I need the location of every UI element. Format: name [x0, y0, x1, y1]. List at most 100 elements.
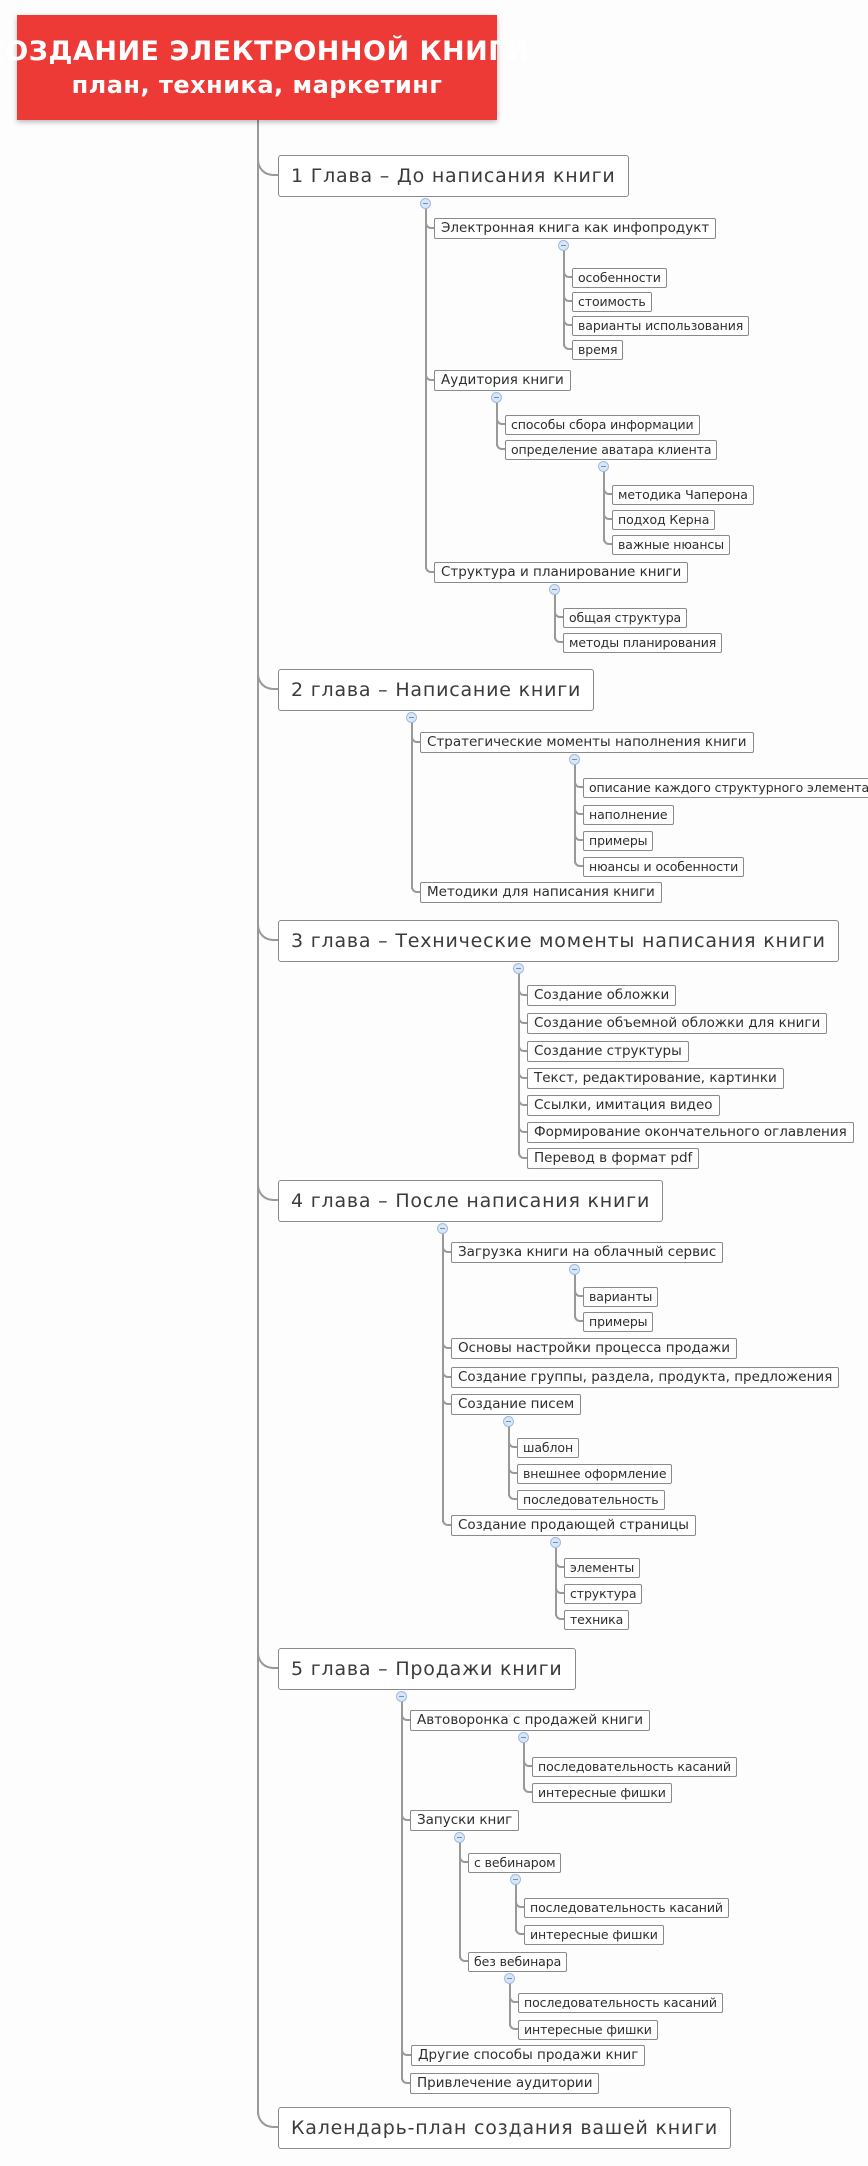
mindmap-node[interactable]: примеры — [583, 831, 654, 851]
mindmap-node[interactable]: 2 глава – Написание книги — [278, 669, 595, 711]
connector-stub-line — [518, 1123, 527, 1133]
connector-stub-line — [555, 1611, 564, 1620]
mindmap-node[interactable]: Загрузка книги на облачный сервис — [451, 1242, 724, 1263]
connector-stub-line — [257, 2098, 278, 2128]
mindmap-node[interactable]: Ссылки, имитация видео — [527, 1095, 720, 1116]
collapse-button[interactable] — [437, 1223, 448, 1234]
collapse-button[interactable] — [569, 754, 580, 765]
mindmap-node[interactable]: Запуски книг — [410, 1810, 520, 1831]
collapse-button[interactable] — [558, 240, 569, 251]
mindmap-node[interactable]: описание каждого структурного элемента — [583, 778, 868, 798]
connector-trunk-line — [411, 713, 413, 889]
collapse-button[interactable] — [549, 584, 560, 595]
connector-stub-line — [442, 1339, 451, 1349]
mindmap-node[interactable]: варианты — [583, 1287, 659, 1307]
mindmap-node[interactable]: 5 глава – Продажи книги — [278, 1648, 576, 1690]
mindmap-node[interactable]: последовательность касаний — [524, 1898, 729, 1918]
mindmap-node[interactable]: техника — [564, 1610, 630, 1630]
map-root-title[interactable]: СОЗДАНИЕ ЭЛЕКТРОННОЙ КНИГИ план, техника… — [0, 15, 529, 120]
mindmap-node[interactable]: Текст, редактирование, картинки — [527, 1068, 784, 1089]
connector-stub-line — [425, 371, 434, 381]
mindmap-node[interactable]: структура — [564, 1584, 643, 1604]
connector-stub-line — [603, 536, 612, 545]
connector-stub-line — [574, 858, 583, 867]
mindmap-node[interactable]: Формирование окончательного оглавления — [527, 1122, 854, 1143]
collapse-button[interactable] — [420, 198, 431, 209]
connector-stub-line — [574, 832, 583, 841]
map-title-line2: план, техника, маркетинг — [71, 71, 443, 99]
connector-stub-line — [401, 2046, 411, 2056]
connector-stub-line — [555, 1585, 564, 1594]
mindmap-node[interactable]: Структура и планирование книги — [434, 562, 689, 583]
connector-trunk-line — [459, 1833, 461, 1958]
connector-stub-line — [518, 1042, 527, 1052]
mindmap-node[interactable]: Электронная книга как инфопродукт — [434, 218, 717, 239]
mindmap-node[interactable]: шаблон — [517, 1438, 580, 1458]
connector-stub-line — [257, 1171, 278, 1201]
mindmap-node[interactable]: методы планирования — [563, 633, 723, 653]
connector-stub-line — [518, 1069, 527, 1079]
mindmap-node[interactable]: нюансы и особенности — [583, 857, 745, 877]
mindmap-node[interactable]: последовательность касаний — [532, 1757, 737, 1777]
collapse-button[interactable] — [510, 1874, 521, 1885]
mindmap-node[interactable]: последовательность касаний — [518, 1993, 723, 2013]
mindmap-node[interactable]: Методики для написания книги — [420, 882, 662, 903]
mindmap-node[interactable]: особенности — [572, 268, 667, 288]
mindmap-node[interactable]: 1 Глава – До написания книги — [278, 155, 629, 197]
mindmap-node[interactable]: Привлечение аудитории — [410, 2073, 600, 2094]
mindmap-node[interactable]: примеры — [583, 1312, 654, 1332]
mindmap-node[interactable]: Создание писем — [451, 1394, 582, 1415]
mindmap-node[interactable]: Создание группы, раздела, продукта, пред… — [451, 1367, 840, 1388]
collapse-button[interactable] — [518, 1732, 529, 1743]
collapse-button[interactable] — [491, 392, 502, 403]
mindmap-node[interactable]: интересные фишки — [532, 1783, 672, 1803]
mindmap-node[interactable]: время — [572, 340, 624, 360]
mindmap-node[interactable]: способы сбора информации — [505, 415, 700, 435]
mindmap-node[interactable]: с вебинаром — [468, 1853, 562, 1873]
mindmap-node[interactable]: элементы — [564, 1558, 641, 1578]
mindmap-node[interactable]: без вебинара — [468, 1952, 568, 1972]
mindmap-node[interactable]: Основы настройки процесса продажи — [451, 1338, 738, 1359]
mindmap-node[interactable]: 4 глава – После написания книги — [278, 1180, 664, 1222]
connector-stub-line — [554, 609, 563, 618]
mindmap-node[interactable]: методика Чаперона — [612, 485, 754, 505]
collapse-button[interactable] — [550, 1537, 561, 1548]
collapse-button[interactable] — [569, 1264, 580, 1275]
collapse-button[interactable] — [454, 1832, 465, 1843]
mindmap-node[interactable]: варианты использования — [572, 316, 750, 336]
connector-stub-line — [574, 806, 583, 815]
mindmap-node[interactable]: Создание структуры — [527, 1041, 689, 1062]
collapse-button[interactable] — [504, 1973, 515, 1984]
mindmap-node[interactable]: Календарь-план создания вашей книги — [278, 2107, 732, 2149]
mindmap-node[interactable]: Другие способы продажи книг — [411, 2045, 646, 2066]
mindmap-node[interactable]: подход Керна — [612, 510, 716, 530]
mindmap-node[interactable]: наполнение — [583, 805, 674, 825]
mindmap-node[interactable]: определение аватара клиента — [505, 440, 718, 460]
mindmap-node[interactable]: Создание продающей страницы — [451, 1515, 696, 1536]
mindmap-node[interactable]: Создание обложки — [527, 985, 677, 1006]
mindmap-node[interactable]: Перевод в формат pdf — [527, 1148, 700, 1169]
collapse-button[interactable] — [503, 1416, 514, 1427]
mindmap-node[interactable]: последовательность — [517, 1490, 665, 1510]
collapse-button[interactable] — [513, 963, 524, 974]
mindmap-node[interactable]: общая структура — [563, 608, 688, 628]
mindmap-node[interactable]: 3 глава – Технические моменты написания … — [278, 920, 839, 962]
connector-stub-line — [508, 1439, 517, 1448]
mindmap-node[interactable]: Стратегические моменты наполнения книги — [420, 732, 754, 753]
mindmap-node[interactable]: Аудитория книги — [434, 370, 571, 391]
collapse-button[interactable] — [406, 712, 417, 723]
connector-stub-line — [563, 341, 572, 350]
mindmap-node[interactable]: Автоворонка с продажей книги — [410, 1710, 651, 1731]
mindmap-node[interactable]: интересные фишки — [518, 2020, 658, 2040]
collapse-button[interactable] — [598, 461, 609, 472]
mindmap-node[interactable]: внешнее оформление — [517, 1464, 673, 1484]
mindmap-node[interactable]: интересные фишки — [524, 1925, 664, 1945]
mindmap-node[interactable]: Создание объемной обложки для книги — [527, 1013, 828, 1034]
mindmap-node[interactable]: важные нюансы — [612, 535, 730, 555]
mindmap-node[interactable]: стоимость — [572, 292, 652, 312]
collapse-button[interactable] — [396, 1691, 407, 1702]
connector-stub-line — [401, 1711, 410, 1721]
connector-stub-line — [508, 1465, 517, 1474]
connector-trunk-line — [555, 1538, 557, 1616]
